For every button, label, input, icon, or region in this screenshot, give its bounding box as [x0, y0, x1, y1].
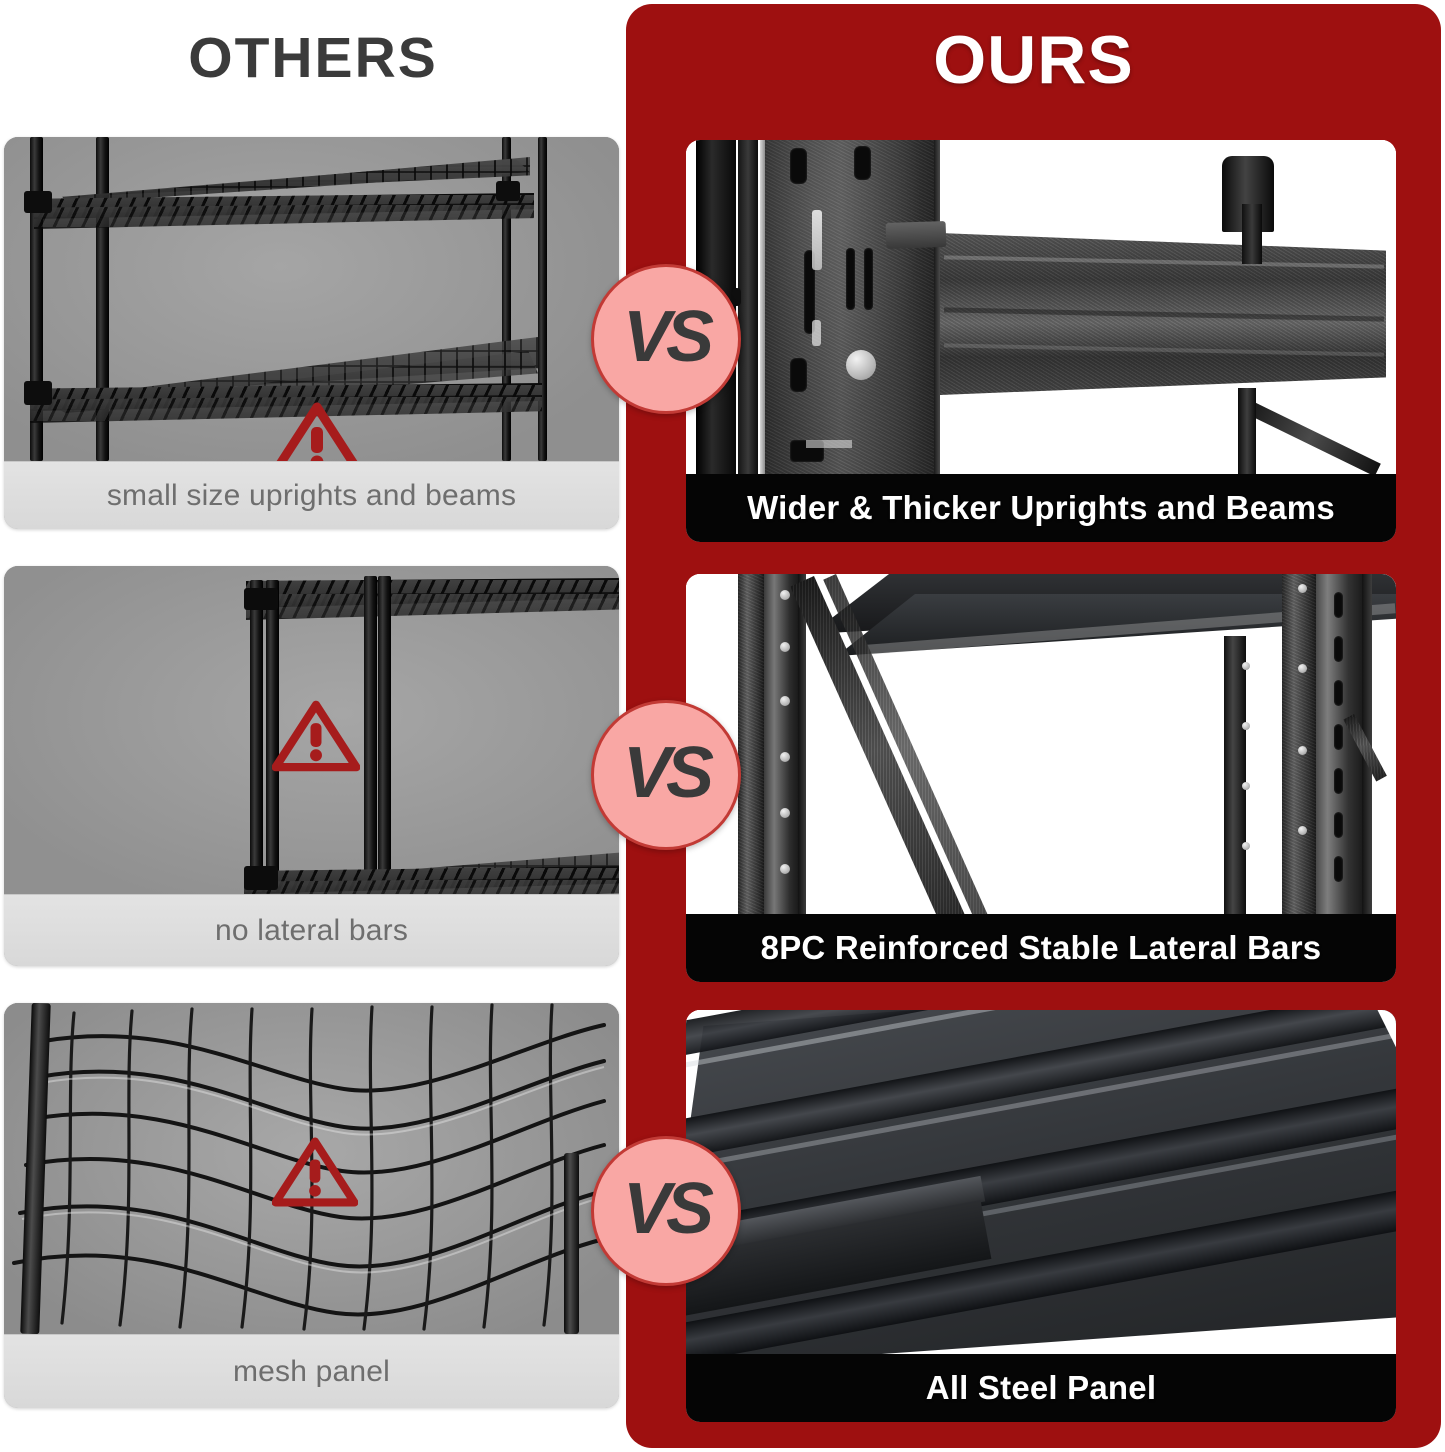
warning-triangle-icon: [272, 1137, 358, 1207]
wire-shelving-no-lateral-bars-photo: [4, 566, 619, 894]
others-card-3: mesh panel: [4, 1003, 619, 1408]
ours-card-1: Wider & Thicker Uprights and Beams: [686, 140, 1396, 542]
ours-caption-2: 8PC Reinforced Stable Lateral Bars: [686, 914, 1396, 982]
vs-badge-1: VS: [591, 264, 741, 414]
ours-panel: OURS: [626, 4, 1441, 1448]
sagging-wire-mesh-panel-photo: [4, 1003, 619, 1334]
ours-caption-1: Wider & Thicker Uprights and Beams: [686, 474, 1396, 542]
vs-label: VS: [622, 733, 714, 813]
ours-card-2: 8PC Reinforced Stable Lateral Bars: [686, 574, 1396, 982]
mesh-wires: [12, 1003, 606, 1331]
others-column: OTHERS: [0, 0, 626, 1452]
others-caption-2: no lateral bars: [4, 894, 619, 966]
steel-upright-and-beam-closeup-photo: [686, 140, 1396, 474]
vs-label: VS: [622, 297, 714, 377]
wire-shelving-thin-posts-photo: [4, 137, 619, 461]
others-caption-3: mesh panel: [4, 1334, 619, 1408]
vs-label: VS: [622, 1169, 714, 1249]
others-card-1: small size uprights and beams: [4, 137, 619, 529]
all-steel-deck-panel-photo: [686, 1010, 1396, 1354]
others-card-2: no lateral bars: [4, 566, 619, 966]
vs-badge-2: VS: [591, 700, 741, 850]
vs-badge-3: VS: [591, 1136, 741, 1286]
warning-triangle-icon: [276, 402, 358, 461]
ours-caption-3: All Steel Panel: [686, 1354, 1396, 1422]
diagonal-lateral-bars-photo: [686, 574, 1396, 914]
others-caption-1: small size uprights and beams: [4, 461, 619, 529]
ours-card-3: All Steel Panel: [686, 1010, 1396, 1422]
warning-triangle-icon: [272, 700, 360, 772]
others-heading: OTHERS: [188, 26, 438, 90]
ours-heading: OURS: [933, 22, 1134, 98]
